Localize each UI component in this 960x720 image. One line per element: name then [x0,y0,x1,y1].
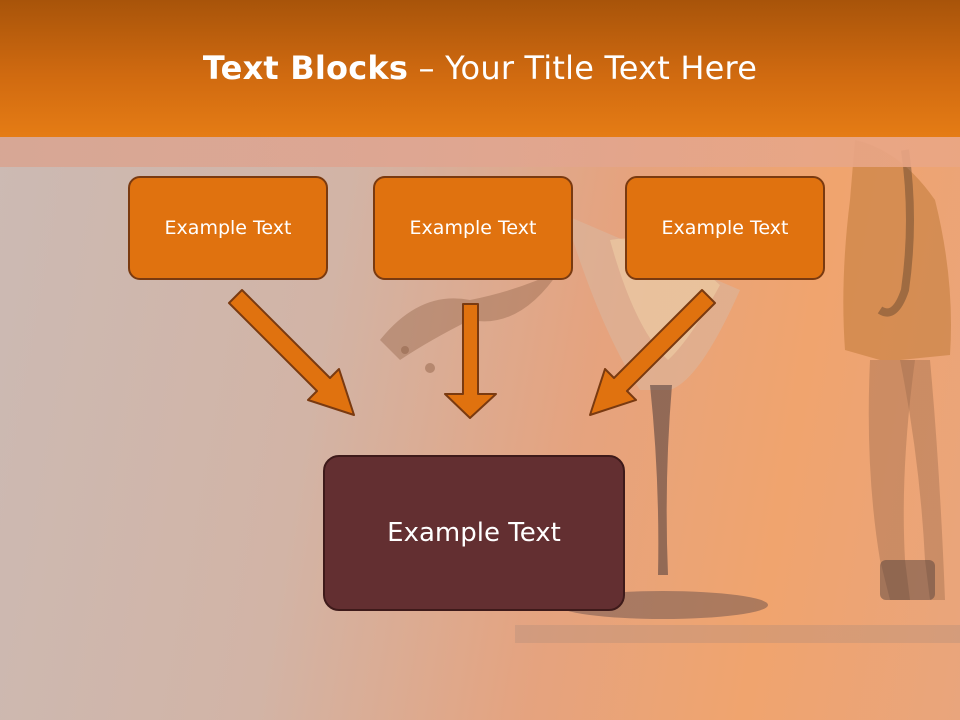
slide-title-bold: Text Blocks [202,48,409,87]
text-block-top-right[interactable]: Example Text [625,176,825,280]
arrow-down-right-icon [228,289,355,416]
arrow-down-icon [444,303,497,419]
text-block-bottom[interactable]: Example Text [323,455,625,611]
text-block-top-center[interactable]: Example Text [373,176,573,280]
slide-title-rest: Your Title Text Here [445,48,758,87]
title-underband [0,137,960,167]
title-bar: Text Blocks – Your Title Text Here [0,0,960,137]
text-block-top-left[interactable]: Example Text [128,176,328,280]
arrow-down-left-icon [589,289,716,416]
slide-title-dash: – [408,48,446,87]
slide-title: Text Blocks – Your Title Text Here [203,49,757,89]
